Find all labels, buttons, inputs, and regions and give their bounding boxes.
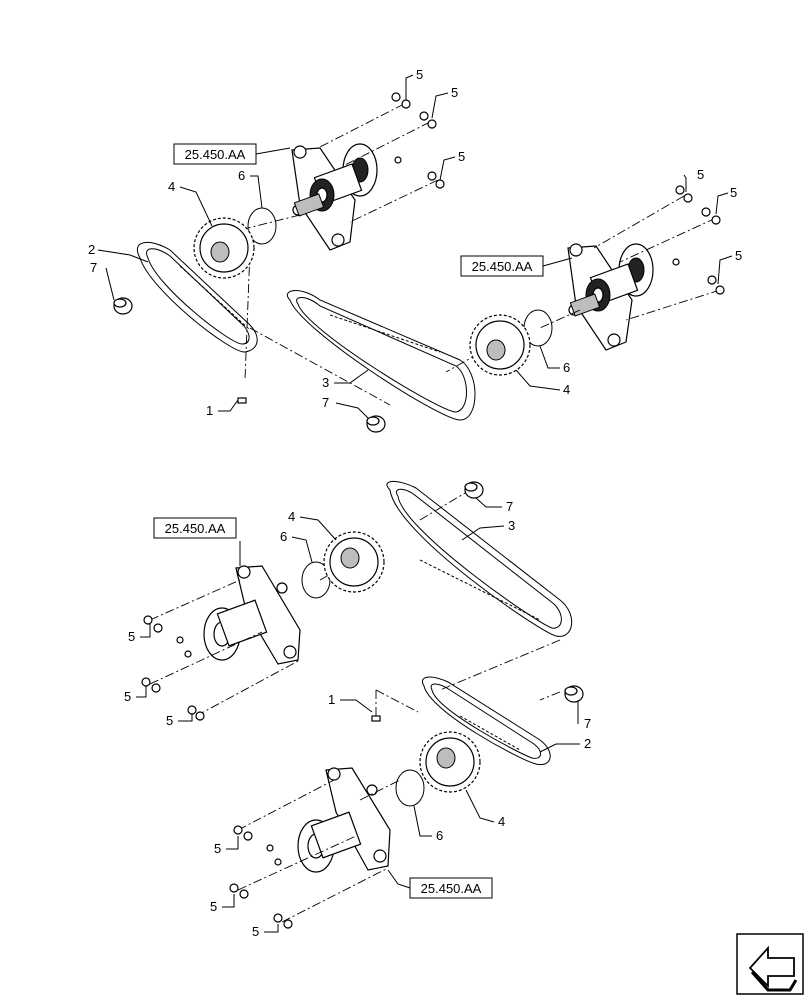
- chain-loop-2-lower: [422, 676, 551, 766]
- chain-3-upper: [287, 290, 476, 421]
- callout-label: 1: [328, 692, 335, 707]
- callout-label: 1: [206, 403, 213, 418]
- callout-label: 6: [563, 360, 570, 375]
- reference-box-lower-left[interactable]: 25.450.AA: [153, 517, 237, 539]
- callout-label: 5: [730, 185, 737, 200]
- sprocket-upper-left: [193, 217, 255, 279]
- sprocket-lower-top: [323, 531, 385, 593]
- fasteners-upper-left: [391, 92, 445, 189]
- alignment-lines-lower: [149, 489, 561, 923]
- chain-loop-2-upper: [136, 241, 258, 353]
- reference-box-upper-left[interactable]: 25.450.AA: [173, 143, 257, 165]
- previous-page-arrow-icon[interactable]: [736, 933, 804, 995]
- hub-assembly-upper-left: [291, 143, 378, 251]
- callout-label: 5: [458, 149, 465, 164]
- callout-label: 6: [436, 828, 443, 843]
- cap-7-upper-mid: [366, 415, 386, 433]
- alignment-lines-upper: [244, 103, 721, 406]
- snap-ring-lower-bottom: [395, 769, 425, 807]
- callout-label: 5: [166, 713, 173, 728]
- cap-7-upper-left: [113, 297, 133, 315]
- callout-label: 4: [498, 814, 505, 829]
- callout-label: 5: [735, 248, 742, 263]
- reference-label[interactable]: 25.450.AA: [472, 259, 533, 274]
- callout-label: 7: [90, 260, 97, 275]
- connector-link-lower: [371, 715, 381, 722]
- cap-7-lower-top: [464, 481, 484, 499]
- callout-label: 6: [280, 529, 287, 544]
- callout-label: 5: [128, 629, 135, 644]
- chain-3-lower: [386, 481, 573, 637]
- connector-link-upper: [237, 397, 247, 404]
- reference-box-lower-right[interactable]: 25.450.AA: [409, 877, 493, 899]
- callout-label: 7: [506, 499, 513, 514]
- callout-label: 6: [238, 168, 245, 183]
- leader-lines: [97, 74, 733, 933]
- reference-label[interactable]: 25.450.AA: [185, 147, 246, 162]
- fasteners-lower-bottom: [229, 825, 293, 929]
- callout-label: 4: [288, 509, 295, 524]
- callout-label: 2: [88, 242, 95, 257]
- fasteners-lower-top: [141, 615, 205, 721]
- sprocket-lower-bottom: [419, 731, 481, 793]
- callout-label: 5: [451, 85, 458, 100]
- callout-label: 5: [252, 924, 259, 939]
- callout-label: 4: [563, 382, 570, 397]
- callout-label: 7: [584, 716, 591, 731]
- hub-assembly-lower-bottom: [297, 767, 391, 873]
- callout-label: 5: [210, 899, 217, 914]
- callout-label: 2: [584, 736, 591, 751]
- reference-box-upper-right[interactable]: 25.450.AA: [460, 255, 544, 277]
- callout-label: 4: [168, 179, 175, 194]
- reference-label[interactable]: 25.450.AA: [165, 521, 226, 536]
- hub-assembly-lower-top: [203, 565, 301, 665]
- sprocket-upper-right: [469, 314, 531, 376]
- callout-label: 7: [322, 395, 329, 410]
- cap-7-lower-bottom: [564, 685, 584, 703]
- hub-assembly-upper-right: [567, 243, 654, 351]
- callout-label: 5: [124, 689, 131, 704]
- fasteners-upper-right: [672, 185, 725, 295]
- callout-numbers: 2 7 4 6 3 7 1 5 5 5 5 5 5 6 4 7 3 4 6 5 …: [88, 67, 742, 939]
- reference-label[interactable]: 25.450.AA: [421, 881, 482, 896]
- callout-label: 5: [416, 67, 423, 82]
- callout-label: 5: [214, 841, 221, 856]
- callout-label: 3: [508, 518, 515, 533]
- callout-label: 5: [697, 167, 704, 182]
- callout-label: 3: [322, 375, 329, 390]
